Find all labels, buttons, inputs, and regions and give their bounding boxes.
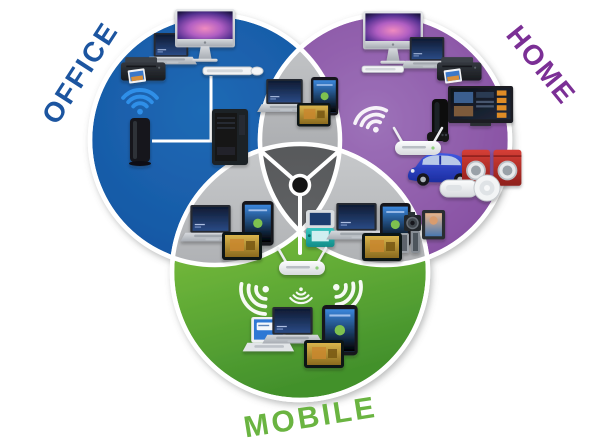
network-hub-icon [288, 173, 312, 197]
office-devices [121, 9, 264, 166]
overlap-hm-handheld-icon [306, 210, 335, 248]
mobile-media-tablet-icon [304, 340, 344, 368]
office-modem-icon [129, 118, 151, 166]
overlap-oh-media-tablet-icon [297, 103, 331, 127]
office-keyboard-icon [202, 66, 253, 76]
overlap-hm-photo-frame-icon [422, 210, 446, 240]
overlap-hm-media-tablet-icon [362, 233, 402, 261]
home-keyboard-icon [361, 65, 405, 73]
overlap-om-media-tablet-icon [222, 232, 262, 260]
center-hub-group [259, 149, 341, 255]
office-mouse-icon [250, 66, 264, 76]
office-mobile-overlap-region [172, 144, 340, 265]
office-server-tower-icon [212, 109, 248, 165]
home-smart-tv-icon [448, 86, 514, 126]
